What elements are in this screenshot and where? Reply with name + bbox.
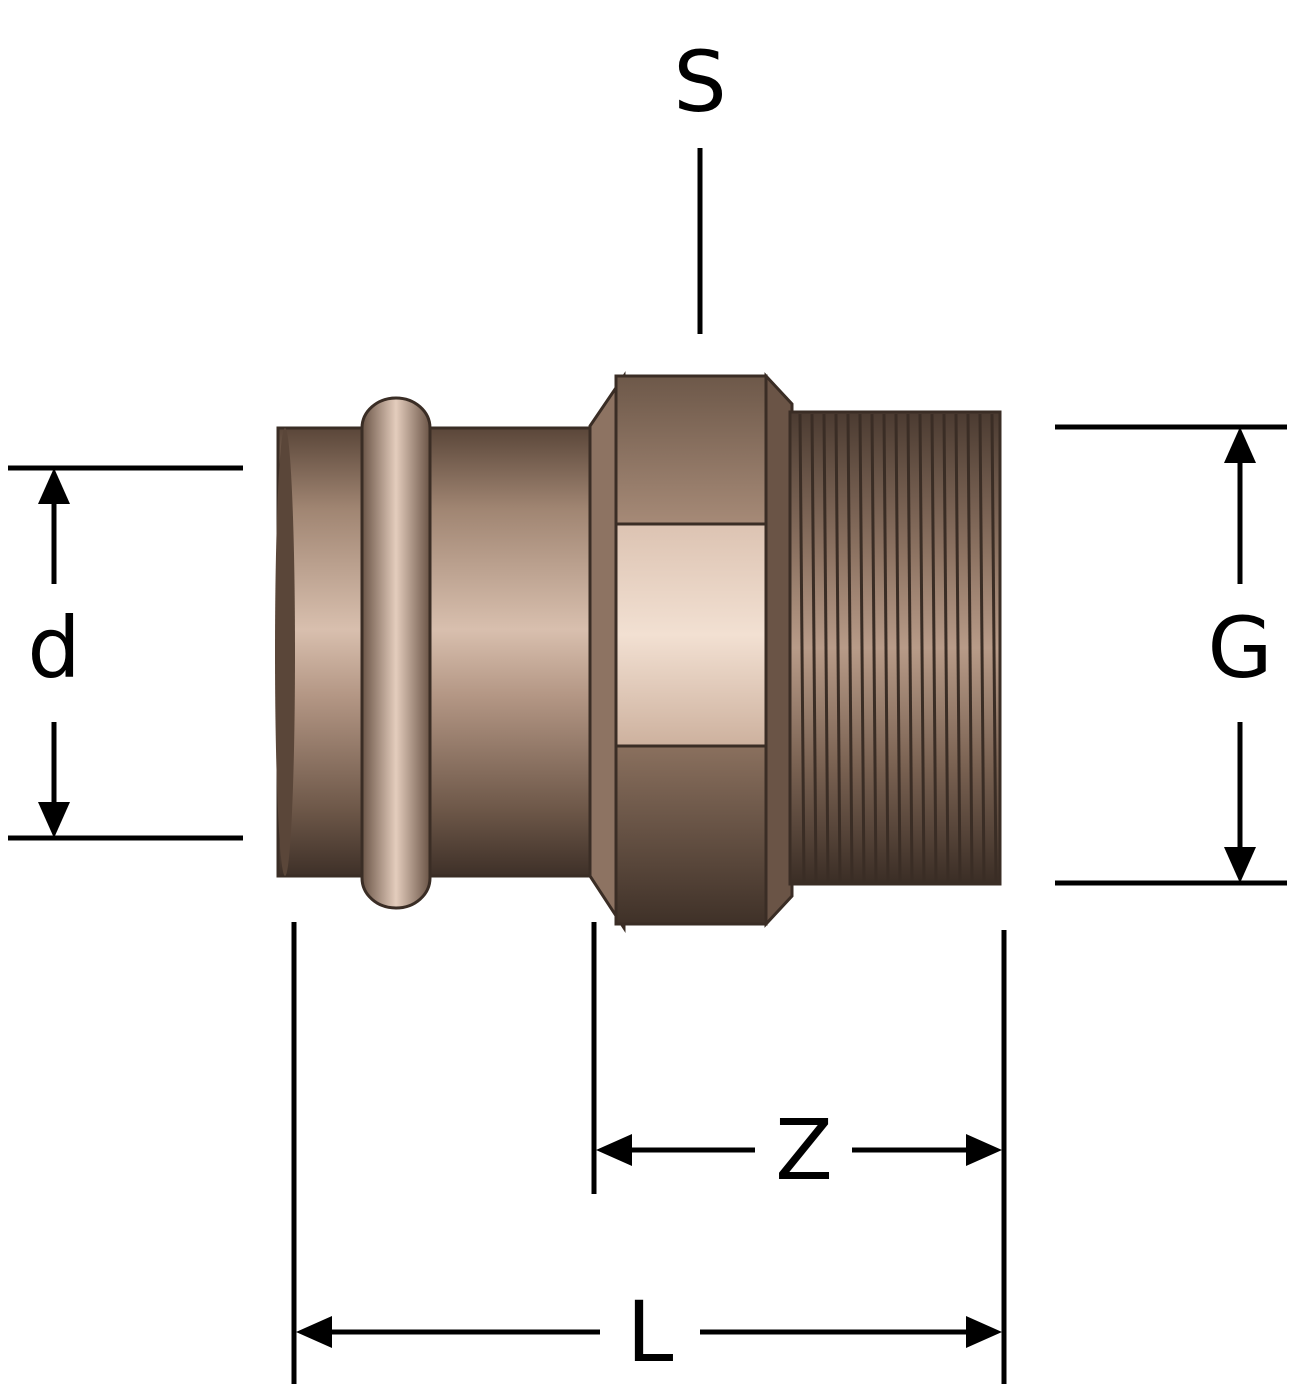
thread-ridge: [858, 413, 866, 883]
g-arrow-up: [1224, 427, 1256, 463]
press-bead: [360, 396, 432, 910]
thread-ridge: [942, 413, 950, 883]
thread-ridge: [798, 413, 806, 883]
thread-ridge: [882, 413, 890, 883]
thread-ridge: [990, 413, 998, 883]
dimension-lines: [8, 148, 1287, 1384]
sleeve-face: [275, 428, 295, 876]
label-g: G: [1207, 599, 1273, 697]
hex-nut-middle: [614, 522, 768, 748]
thread-ridge: [822, 413, 830, 883]
thread-ridge: [966, 413, 974, 883]
thread-ridge: [918, 413, 926, 883]
fitting-body: [275, 371, 1002, 934]
label-z: Z: [775, 1101, 833, 1199]
d-arrow-down: [38, 802, 70, 838]
press-sleeve: [276, 426, 610, 878]
thread-ridge: [978, 413, 986, 883]
hex-nut-top: [614, 374, 768, 526]
label-l: L: [626, 1283, 674, 1381]
label-s: S: [673, 33, 727, 131]
thread-ridge: [954, 413, 962, 883]
thread-ridge: [906, 413, 914, 883]
g-arrow-down: [1224, 847, 1256, 883]
thread-ridge: [894, 413, 902, 883]
hex-nut-bottom: [614, 744, 768, 926]
z-arrow-left: [596, 1134, 632, 1166]
arrowheads: [38, 427, 1256, 1348]
thread-ridges: [798, 413, 998, 883]
z-arrow-right: [966, 1134, 1002, 1166]
label-d: d: [27, 599, 81, 697]
thread-ridge: [930, 413, 938, 883]
hex-shoulder: [764, 372, 794, 928]
thread-ridge: [810, 413, 818, 883]
thread-ridge: [834, 413, 842, 883]
d-arrow-up: [38, 468, 70, 504]
l-arrow-left: [296, 1316, 332, 1348]
thread-ridge: [846, 413, 854, 883]
thread-ridge: [870, 413, 878, 883]
l-arrow-right: [966, 1316, 1002, 1348]
